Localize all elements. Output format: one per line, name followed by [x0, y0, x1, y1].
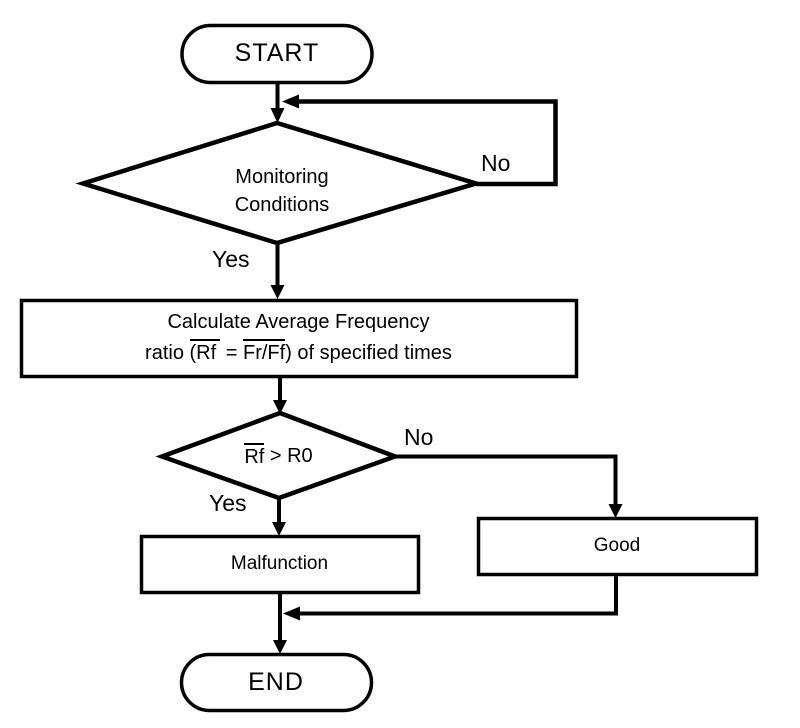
arrowhead-down-monitoring [270, 108, 285, 123]
end-terminal-shape [179, 652, 374, 713]
rf-yes-label: Yes [209, 490, 247, 516]
arrowhead-left-loop-junction [282, 94, 299, 109]
calculate-line2-overlined-frff: Fr/Ff [242, 339, 286, 364]
edge-good-to-merge [299, 575, 618, 616]
calculate-process-label: Calculate Average Frequency ratio (Rf = … [21, 306, 576, 370]
monitoring-decision-line1: Monitoring [235, 166, 329, 188]
calculate-process-line1: Calculate Average Frequency [167, 311, 430, 333]
calculate-line2-overlined-rf: (Rf [189, 339, 221, 364]
calculate-line2-equals: = [220, 342, 243, 364]
calculate-line2-post: ) of specified times [285, 342, 452, 364]
edge-line [298, 99, 558, 187]
malfunction-label: Malfunction [230, 553, 329, 574]
start-terminal-shape [180, 23, 374, 85]
malfunction-process-shape [139, 534, 421, 595]
arrowhead-left-merge [283, 606, 300, 621]
rf-decision-shape [155, 410, 402, 501]
rf-decision-overlined-rf: Rf [244, 443, 265, 469]
monitoring-decision-line2: Conditions [234, 194, 330, 216]
rf-no-label: No [404, 424, 434, 450]
edge-monitoring-no-loop [298, 99, 558, 187]
monitoring-decision-label: Monitoring Conditions [152, 160, 412, 222]
good-process-shape [476, 516, 759, 577]
monitoring-no-label: No [481, 150, 511, 176]
edge-line [299, 575, 618, 616]
rf-decision-rest: > R0 [264, 444, 313, 467]
calculate-process-line2: ratio (Rf = Fr/Ff) of specified times [145, 338, 452, 369]
monitoring-yes-label: Yes [212, 246, 250, 272]
arrowhead-down-rf-decision [273, 400, 287, 414]
arrowhead-down-process [270, 285, 285, 299]
rf-decision-label: Rf > R0 [162, 441, 395, 471]
arrowhead-down-good [608, 504, 623, 518]
end-label: END [248, 667, 304, 696]
start-label: START [234, 39, 320, 67]
calculate-line2-pre: ratio [145, 342, 190, 364]
calculate-process-shape [19, 298, 579, 379]
arrowhead-down-malfunction [272, 522, 286, 536]
arrowhead-down-end [273, 640, 287, 654]
good-label: Good [593, 535, 641, 556]
edge-rf-no-to-good [395, 454, 618, 506]
edge-line [395, 454, 618, 506]
monitoring-decision-shape [75, 120, 484, 246]
